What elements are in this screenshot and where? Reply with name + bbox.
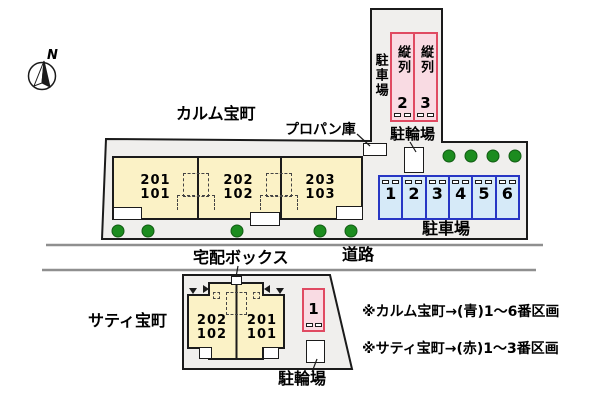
tandem-stall-number: 3 [420,94,431,112]
bicycle-parking-box-upper [404,147,424,173]
wheel-stop-dash [452,180,460,184]
parking-stall-number: 1 [385,184,397,203]
lower-parking-stall-1: 1 [302,288,325,332]
parking-stall-number: 5 [478,184,490,203]
wheel-stop-dash [392,180,400,184]
wheel-stop-dash [485,180,493,184]
upper-site-title: カルム宝町 [176,104,256,123]
entrance-notch [263,347,279,359]
parking-stall-4: 4 [450,177,474,218]
stair-symbol-step [253,292,260,299]
legend-line-lower: ※サティ宝町→(赤)1〜3番区画 [362,341,559,357]
unit-label-201-101: 201 101 [246,313,278,342]
wheel-stop-dash [314,323,322,327]
delivery-box [231,276,242,285]
stair-symbol [183,173,209,197]
stair-symbol [226,292,247,315]
wheel-stop-dash [417,113,424,117]
wheel-stop-dash [394,113,401,117]
entrance-notch [336,206,363,220]
wheel-stop-dash [498,180,506,184]
bicycle-parking-label-upper: 駐輪場 [390,125,436,143]
wheel-stop-dash [382,180,390,184]
tandem-kind-label: 縦列 [418,45,433,75]
wheel-stop-dash [427,113,434,117]
compass-north-label: N [47,48,58,63]
propane-storage-label: プロパン庫 [285,122,356,138]
wheel-stop-dash [415,180,423,184]
front-parking-lot-label: 駐車場 [422,219,471,238]
wheel-stop-dash [508,180,516,184]
unit-label-201-101: 201 101 [140,173,171,202]
unit-label-202-102: 202 102 [196,313,228,342]
upper-building: 201 101 202 102 203 103 [112,156,363,220]
tandem-kind-label: 縦列 [395,45,410,75]
lower-site-title: サティ宝町 [88,311,168,330]
wheel-stop-dash [438,180,446,184]
unit-label-203-103: 203 103 [305,173,336,202]
parking-stall-number: 2 [408,184,420,203]
tandem-parking-lot: 縦列 2 縦列 3 [390,32,438,122]
parking-stall-6: 6 [497,177,518,218]
entrance-notch [199,347,212,359]
parking-stall-number: 3 [431,184,443,203]
parking-stall-1: 1 [380,177,404,218]
wheel-stop-dash [404,113,411,117]
parking-stall-number: 1 [308,300,319,318]
entrance-notch [113,207,142,220]
tandem-stall-number: 2 [397,94,408,112]
bicycle-parking-label-lower: 駐輪場 [278,369,327,388]
front-parking-lot: 1 2 3 4 5 6 [378,175,520,220]
tandem-stall-2: 縦列 2 [392,34,415,120]
wheel-stop-dash [475,180,483,184]
parking-stall-number: 4 [455,184,467,203]
entrance-porch [250,212,280,226]
parking-stall-3: 3 [427,177,450,218]
wheel-stop-dash [462,180,470,184]
legend-line-upper: ※カルム宝町→(青)1〜6番区画 [362,304,560,320]
bicycle-parking-box-lower [306,340,325,363]
tandem-lot-side-label: 駐車場 [372,53,388,98]
delivery-box-label: 宅配ボックス [193,248,289,267]
parking-stall-5: 5 [473,177,497,218]
road-label: 道路 [342,245,375,264]
stair-symbol-base [260,195,298,210]
parking-stall-number: 6 [501,184,513,203]
wheel-stop-dash [305,323,313,327]
unit-divider [280,158,282,218]
stair-symbol-base [177,195,215,210]
tandem-stall-3: 縦列 3 [415,34,436,120]
wheel-stop-dash [428,180,436,184]
unit-label-202-102: 202 102 [223,173,254,202]
parking-stall-2: 2 [403,177,427,218]
unit-divider [197,158,199,218]
wheel-stop-dash [405,180,413,184]
propane-storage-box [363,143,387,156]
stair-symbol-step [213,292,220,299]
stair-symbol [266,173,292,197]
